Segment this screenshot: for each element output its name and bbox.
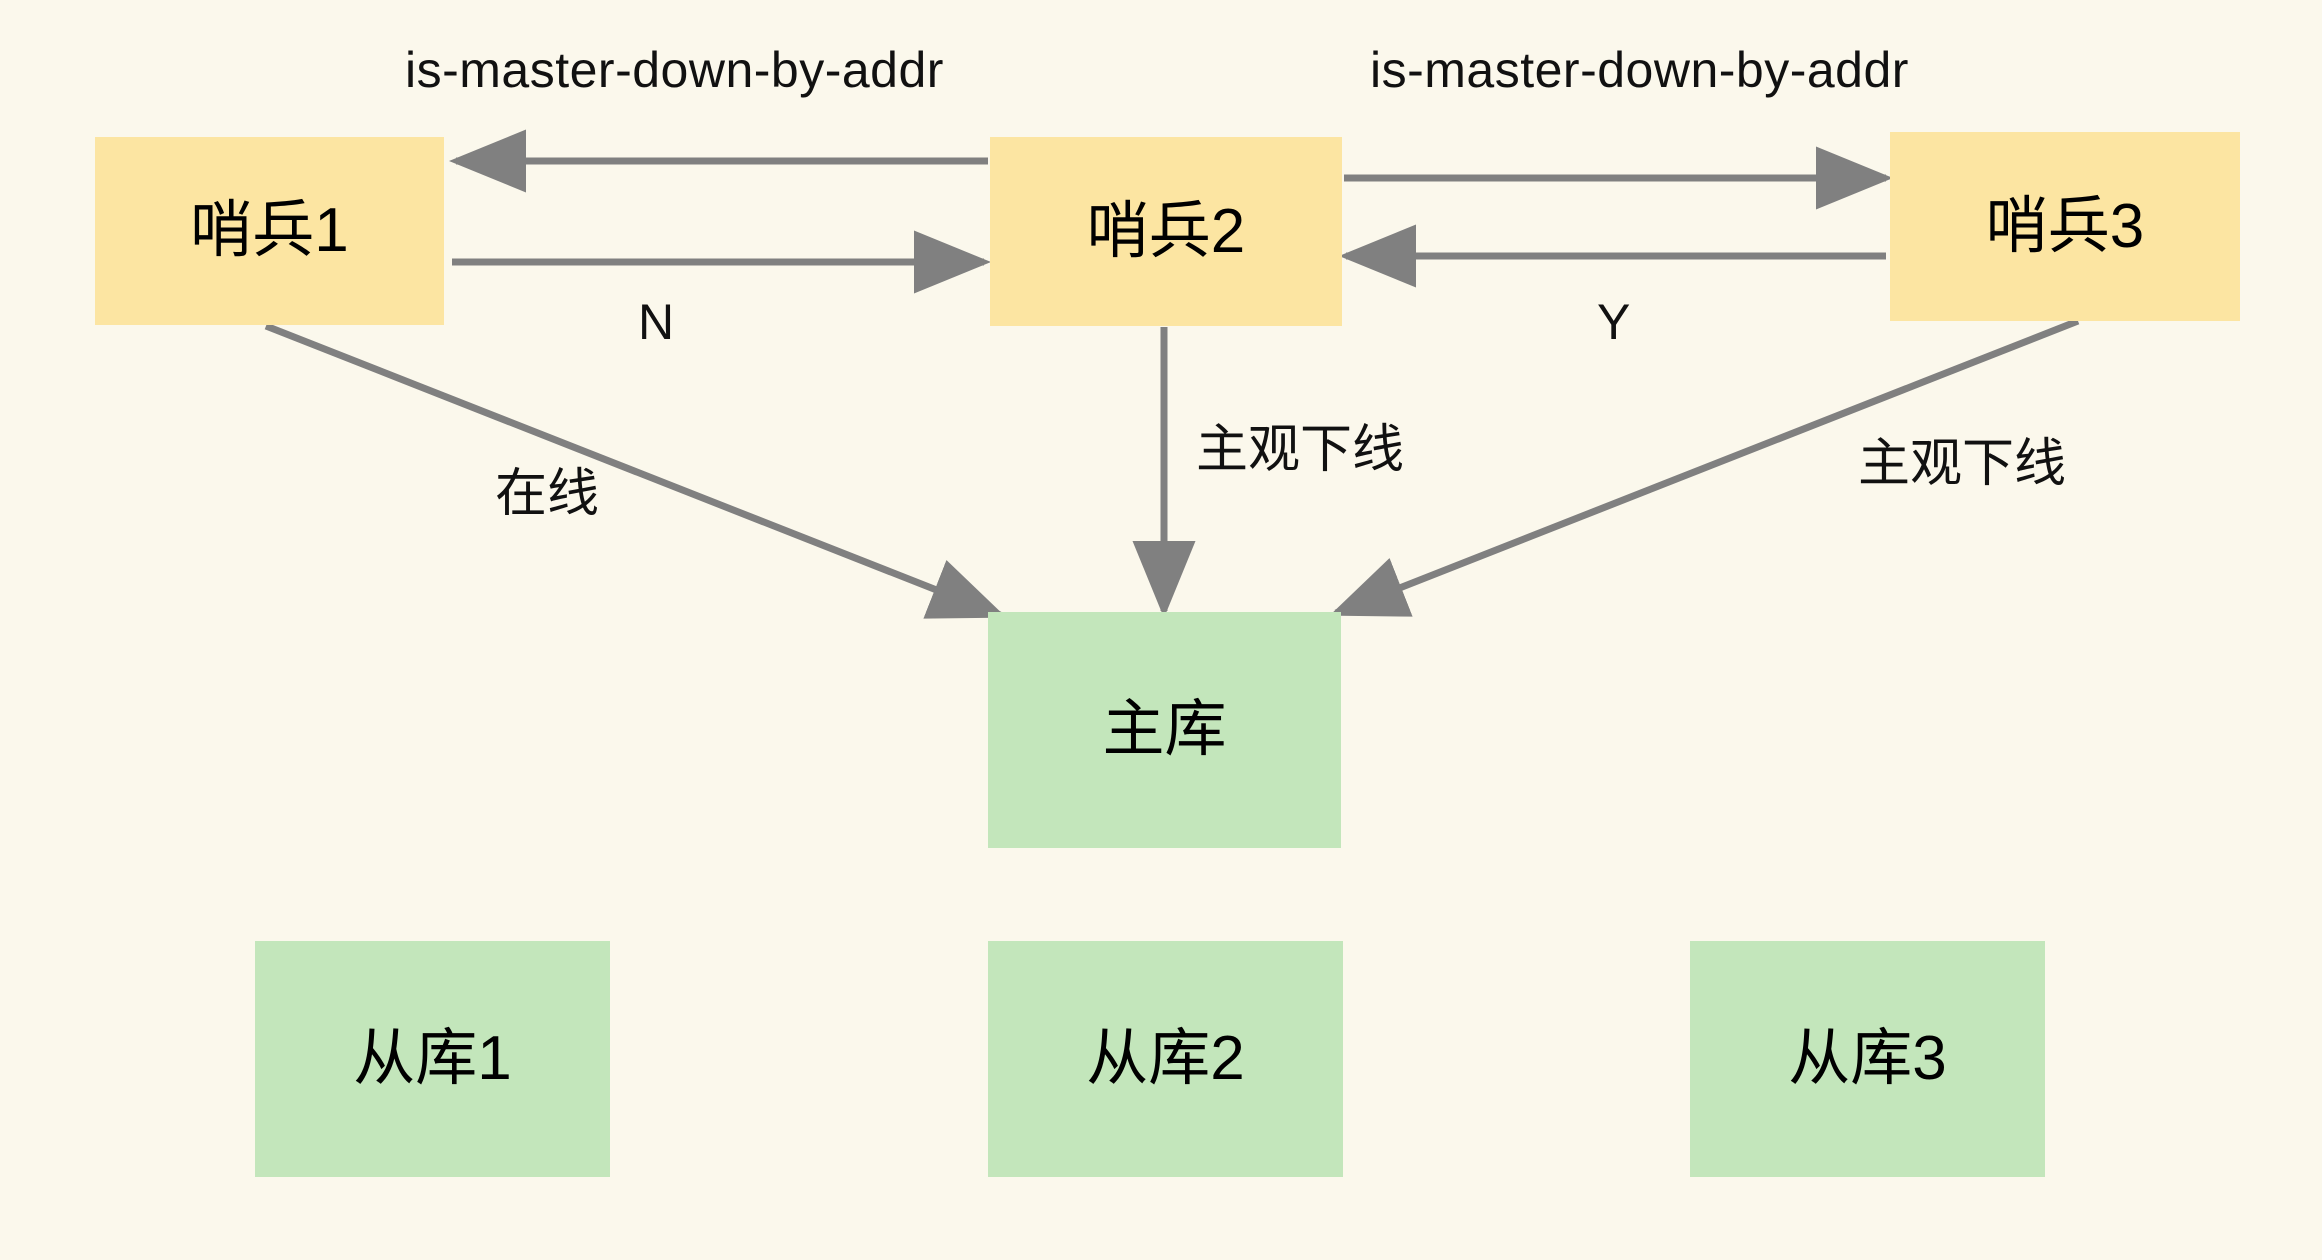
- node-master-db[interactable]: 主库: [988, 612, 1341, 848]
- edge-label-sdown-center: 主观下线: [1196, 421, 1405, 479]
- node-sentinel-1-label: 哨兵1: [190, 196, 349, 265]
- node-slave-db-3[interactable]: 从库3: [1690, 941, 2045, 1177]
- node-sentinel-2[interactable]: 哨兵2: [990, 137, 1342, 326]
- edge-s1-to-master: [264, 322, 1007, 619]
- edge-label-vote-n: N: [638, 294, 675, 350]
- edge-label-is-master-down-left: is-master-down-by-addr: [405, 42, 944, 98]
- node-sentinel-1[interactable]: 哨兵1: [95, 137, 444, 325]
- node-slave-db-2[interactable]: 从库2: [988, 941, 1343, 1177]
- node-slave-db-2-label: 从库2: [1086, 1024, 1245, 1093]
- edge-label-sdown-right: 主观下线: [1858, 435, 2067, 493]
- node-sentinel-2-label: 哨兵2: [1086, 196, 1246, 266]
- node-slave-db-1[interactable]: 从库1: [255, 941, 610, 1177]
- edge-label-online: 在线: [495, 465, 600, 523]
- node-sentinel-3[interactable]: 哨兵3: [1890, 132, 2240, 321]
- node-sentinel-3-label: 哨兵3: [1985, 191, 2145, 261]
- node-master-db-label: 主库: [1102, 695, 1227, 764]
- node-slave-db-3-label: 从库3: [1788, 1024, 1947, 1093]
- node-slave-db-1-label: 从库1: [353, 1024, 512, 1093]
- edge-label-is-master-down-right: is-master-down-by-addr: [1370, 42, 1909, 98]
- edge-label-vote-y: Y: [1597, 294, 1631, 350]
